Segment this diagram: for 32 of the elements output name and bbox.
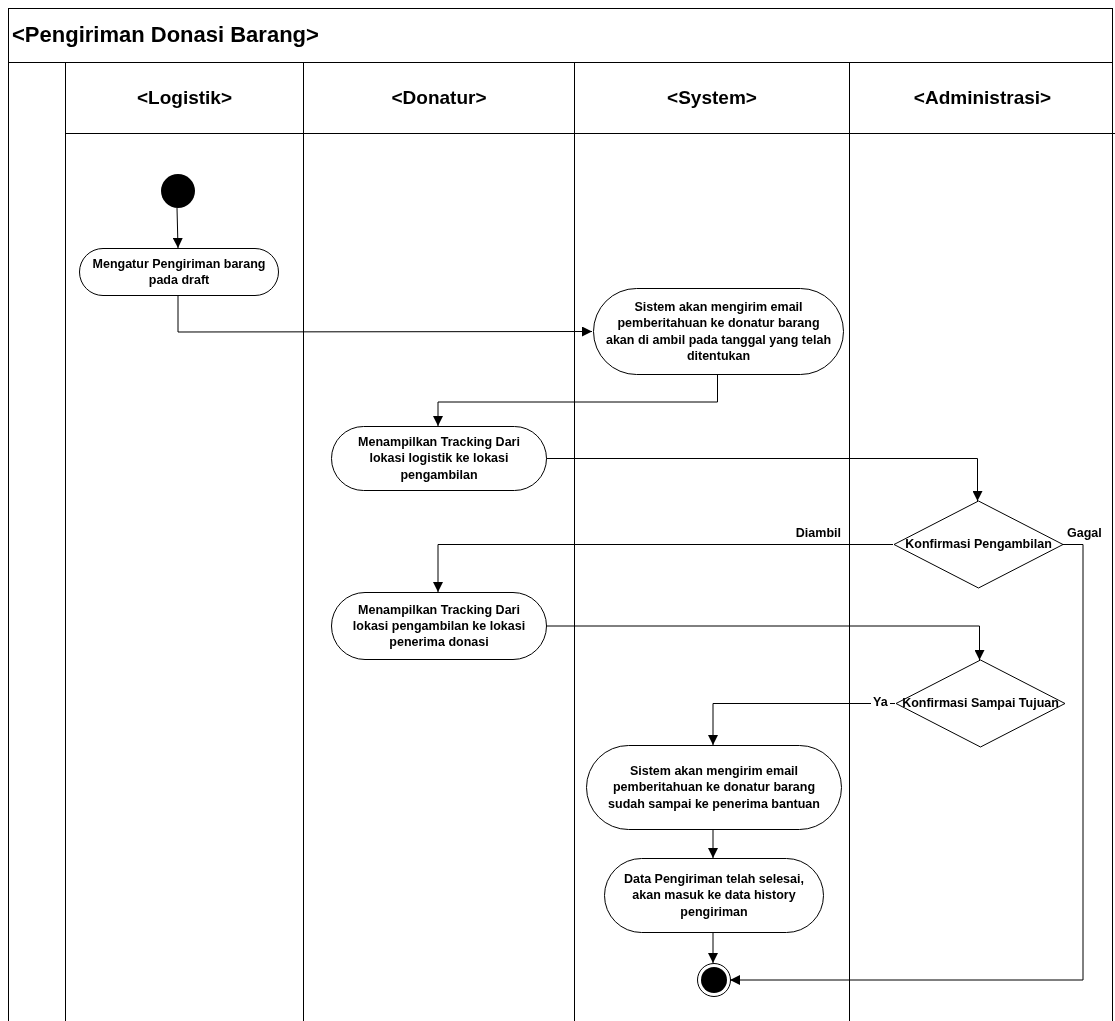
- activity-box: Sistem akan mengirim email pemberitahuan ke donatur barang sudah sampai ke penerima bantuan: [586, 745, 842, 830]
- arrow: [708, 829, 718, 859]
- lane-header: <Donatur>: [391, 86, 487, 109]
- lane-header: <Logistik>: [137, 86, 232, 109]
- arrow: [545, 458, 983, 502]
- swimlane: [849, 62, 1115, 1021]
- start-node: [161, 174, 195, 208]
- activity-box: Sistem akan mengirim email pemberitahuan ke donatur barang akan di ambil pada tanggal yang telah ditentukan: [593, 288, 844, 375]
- diagram-title: <Pengiriman Donasi Barang>: [12, 22, 319, 48]
- swimlane: [303, 62, 574, 1021]
- lane-header: <Administrasi>: [913, 86, 1052, 109]
- activity-box: Mengatur Pengiriman barang pada draft: [79, 248, 279, 296]
- activity-box: Menampilkan Tracking Dari lokasi pengambilan ke lokasi penerima donasi: [331, 592, 547, 660]
- swimlane: [574, 62, 849, 1021]
- arrow: [708, 932, 718, 964]
- arrow: [729, 544, 1084, 985]
- activity-box: Menampilkan Tracking Dari lokasi logistik ke lokasi pengambilan: [331, 426, 547, 491]
- edge-label: Ya: [871, 695, 890, 709]
- arrow: [433, 374, 718, 427]
- arrow: [177, 295, 593, 337]
- edge-label: Diambil: [793, 526, 843, 540]
- arrow: [172, 207, 183, 249]
- swimlane: [65, 62, 303, 1021]
- arrow: [545, 625, 985, 661]
- edge-label: Gagal: [1065, 526, 1104, 540]
- arrow: [433, 544, 894, 593]
- decision-diamond: Konfirmasi Pengambilan: [894, 501, 1063, 588]
- end-node: [697, 963, 731, 997]
- activity-box: Data Pengiriman telah selesai, akan masuk ke data history pengiriman: [604, 858, 824, 933]
- decision-diamond: Konfirmasi Sampai Tujuan: [896, 660, 1065, 747]
- arrow: [708, 703, 896, 746]
- lane-header: <System>: [667, 86, 757, 109]
